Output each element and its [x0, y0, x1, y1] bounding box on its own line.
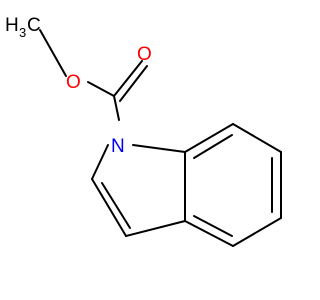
bond-c4-c3a — [184, 220, 234, 247]
methyl-subscript-label: 3 — [19, 25, 26, 40]
molecule-diagram: H 3 C O O N — [5, 15, 282, 247]
bond-c7a-c7-inner — [193, 134, 233, 159]
bond-c7a-c7 — [184, 123, 234, 153]
ring-nitrogen-label: N — [111, 136, 125, 157]
bond-carbonyl-double-2 — [119, 65, 148, 102]
ester-oxygen-label: O — [66, 72, 81, 93]
structure-canvas: H 3 C O O N — [5, 15, 282, 247]
bond-methyl-ester-o — [39, 29, 67, 77]
bond-c7-c6 — [232, 123, 282, 153]
bond-c2-c3 — [91, 178, 127, 237]
methyl-h-label: H — [5, 15, 19, 36]
bond-ester-o-carbonyl — [87, 81, 115, 97]
bond-carbonyl-double-1 — [113, 60, 143, 97]
methyl-c-label: C — [27, 15, 41, 36]
bond-n-c2 — [91, 144, 109, 180]
bond-c4-c3a-inner — [193, 215, 233, 237]
bond-c2-c3-inner — [101, 182, 131, 229]
carbonyl-oxygen-label: O — [137, 44, 152, 65]
bond-c3-c3a — [125, 220, 186, 237]
bond-carbonyl-n — [113, 95, 120, 121]
bond-c5-c4 — [232, 217, 282, 247]
bond-c7a-n — [132, 144, 186, 153]
